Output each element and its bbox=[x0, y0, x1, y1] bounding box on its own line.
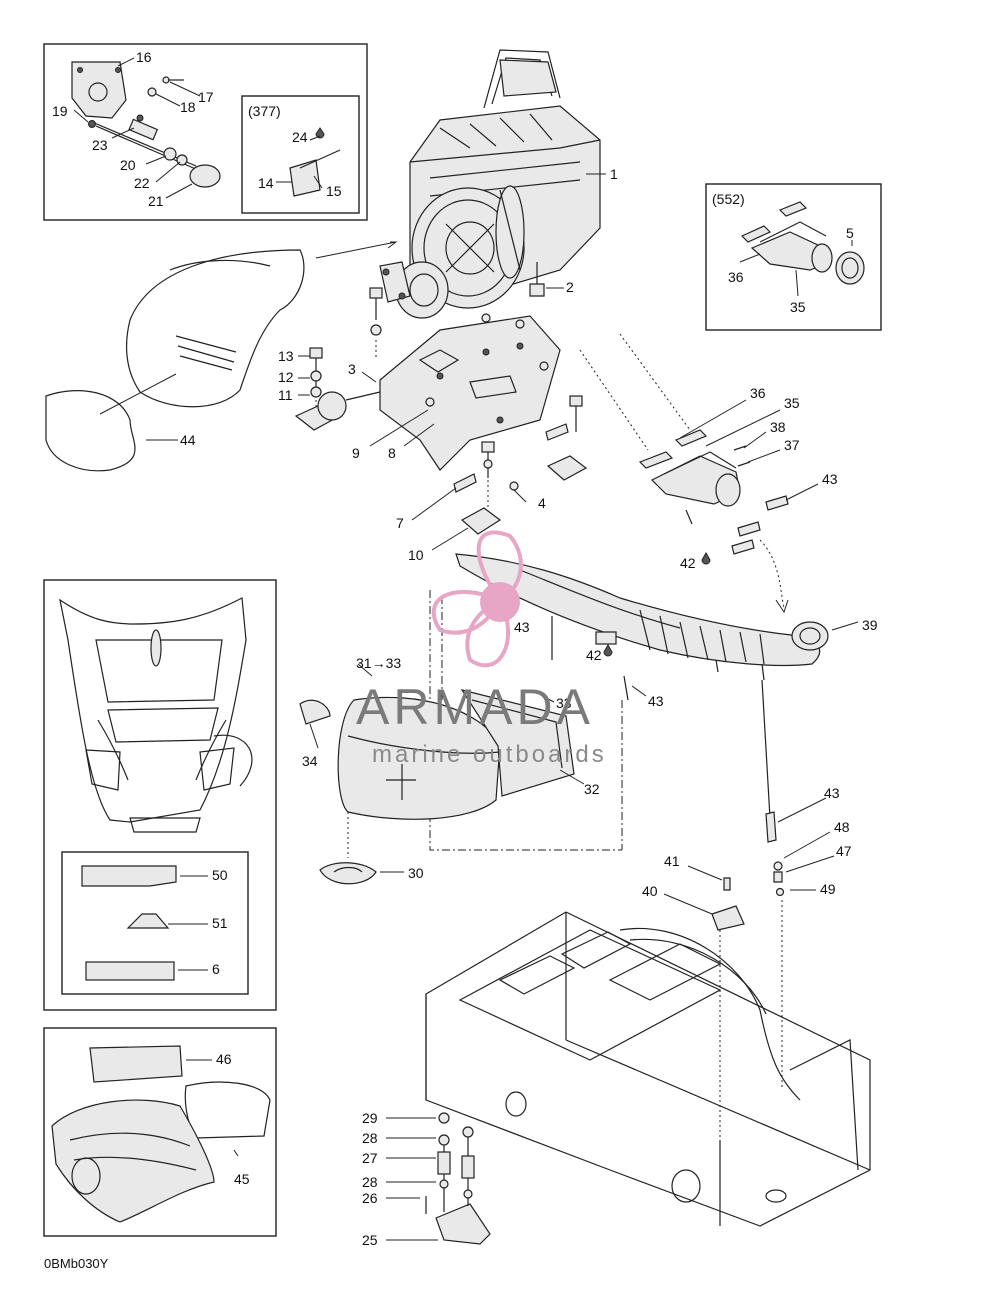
callout-7: 7 bbox=[396, 515, 404, 531]
chassis-frame bbox=[425, 900, 871, 1227]
muffler-assembly: 30 34 31→33 33 32 bbox=[299, 590, 623, 885]
hood-outline: 44 bbox=[45, 241, 398, 472]
watermark-logo: ARMADA marine outboards bbox=[356, 530, 607, 768]
callout-18: 18 bbox=[180, 99, 196, 115]
callout-6: 6 bbox=[212, 961, 220, 977]
callout-43-right: 43 bbox=[822, 471, 838, 487]
callout-33: 33 bbox=[556, 695, 572, 711]
callout-42-pipe: 42 bbox=[586, 647, 602, 663]
callout-13: 13 bbox=[278, 348, 294, 364]
callout-11: 11 bbox=[278, 387, 293, 403]
callout-42-right: 42 bbox=[680, 555, 696, 571]
callout-26: 26 bbox=[362, 1190, 378, 1206]
callout-14: 14 bbox=[258, 175, 274, 191]
callout-28-upper: 28 bbox=[362, 1130, 378, 1146]
callout-25: 25 bbox=[362, 1232, 378, 1248]
engine-mount-plate: 13 12 11 3 9 8 4 7 10 bbox=[278, 287, 588, 563]
callout-15: 15 bbox=[326, 183, 342, 199]
callout-43-muffler: 43 bbox=[648, 693, 664, 709]
callout-16: 16 bbox=[136, 49, 152, 65]
watermark-brand: ARMADA bbox=[356, 679, 594, 735]
inset-box-hood: 50 51 6 bbox=[43, 579, 277, 1011]
callout-30: 30 bbox=[408, 865, 424, 881]
callout-35-box: 35 bbox=[790, 299, 806, 315]
callout-36: 36 bbox=[750, 385, 766, 401]
callout-4: 4 bbox=[538, 495, 546, 511]
callout-48: 48 bbox=[834, 819, 850, 835]
intake-manifold: 36 35 38 37 43 42 bbox=[579, 333, 838, 614]
callout-38: 38 bbox=[770, 419, 786, 435]
callout-40: 40 bbox=[642, 883, 658, 899]
callout-24: 24 bbox=[292, 129, 308, 145]
callout-23: 23 bbox=[92, 137, 108, 153]
callout-47: 47 bbox=[836, 843, 852, 859]
callout-35: 35 bbox=[784, 395, 800, 411]
callout-2: 2 bbox=[566, 279, 574, 295]
callout-51: 51 bbox=[212, 915, 228, 931]
option-377-label: (377) bbox=[248, 103, 281, 119]
callout-29: 29 bbox=[362, 1110, 378, 1126]
callout-46: 46 bbox=[216, 1051, 232, 1067]
exhaust-hanger-hardware: 43 48 47 49 41 40 bbox=[642, 679, 852, 931]
callout-3: 3 bbox=[348, 361, 356, 377]
watermark-tagline: marine outboards bbox=[372, 741, 607, 768]
option-552-label: (552) bbox=[712, 191, 745, 207]
callout-19: 19 bbox=[52, 103, 68, 119]
engine-assembly: 1 2 bbox=[379, 49, 618, 319]
callout-5: 5 bbox=[846, 225, 854, 241]
callout-43-hanger: 43 bbox=[824, 785, 840, 801]
callout-34: 34 bbox=[302, 753, 318, 769]
callout-31-33: 31→33 bbox=[356, 655, 401, 671]
exhaust-pipe: 39 43 42 43 bbox=[455, 553, 878, 709]
callout-37: 37 bbox=[784, 437, 800, 453]
callout-28-lower: 28 bbox=[362, 1174, 378, 1190]
callout-36-box: 36 bbox=[728, 269, 744, 285]
callout-17: 17 bbox=[198, 89, 214, 105]
callout-44: 44 bbox=[180, 432, 196, 448]
diagram-code: 0BMb030Y bbox=[44, 1256, 109, 1271]
callout-8: 8 bbox=[388, 445, 396, 461]
inset-box-option-552: (552) 36 35 5 bbox=[705, 183, 882, 331]
callout-22: 22 bbox=[134, 175, 150, 191]
callout-1: 1 bbox=[610, 166, 618, 182]
callout-45: 45 bbox=[234, 1171, 250, 1187]
callout-41: 41 bbox=[664, 853, 680, 869]
inset-box-belly-pan: 46 45 bbox=[43, 1027, 277, 1237]
callout-21: 21 bbox=[148, 193, 164, 209]
watermark-hub-icon bbox=[480, 582, 520, 622]
callout-50: 50 bbox=[212, 867, 228, 883]
callout-27: 27 bbox=[362, 1150, 378, 1166]
callout-10: 10 bbox=[408, 547, 424, 563]
callout-49: 49 bbox=[820, 881, 836, 897]
callout-32: 32 bbox=[584, 781, 600, 797]
mount-bracket-hardware: 29 28 27 28 26 25 bbox=[362, 1110, 491, 1248]
callout-39: 39 bbox=[862, 617, 878, 633]
callout-43-pipe: 43 bbox=[514, 619, 530, 635]
inset-box-top-left: 16 17 18 19 23 20 22 21 (377) 24 14 15 bbox=[43, 43, 368, 221]
callout-12: 12 bbox=[278, 369, 294, 385]
callout-9: 9 bbox=[352, 445, 360, 461]
callout-20: 20 bbox=[120, 157, 136, 173]
